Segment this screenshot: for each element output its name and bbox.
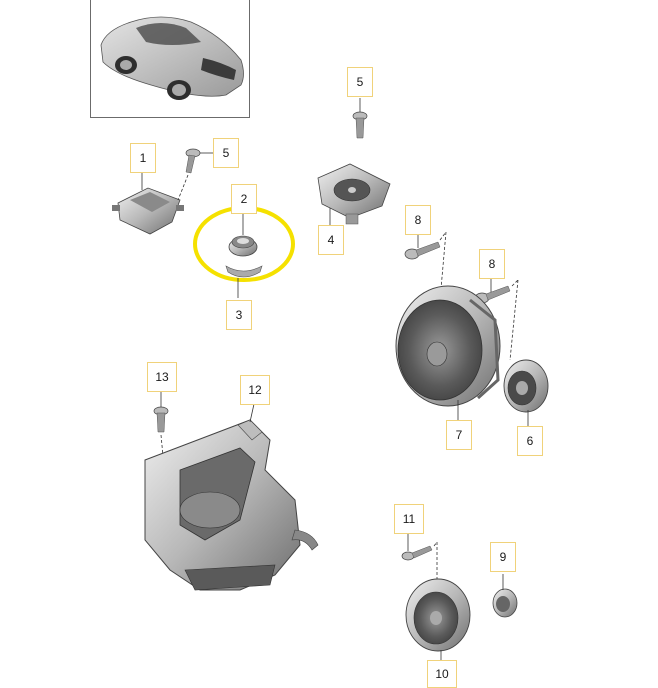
part-2-tweeter-insert[interactable] — [228, 235, 258, 257]
part-12-subwoofer-housing[interactable] — [144, 419, 319, 591]
callout-11[interactable]: 11 — [394, 504, 424, 534]
part-5-screw-top[interactable] — [352, 111, 368, 139]
part-13-screw[interactable] — [153, 406, 169, 433]
dash-8b-2 — [509, 279, 519, 361]
part-11-screw[interactable] — [401, 545, 433, 561]
part-5-screw-left[interactable] — [185, 148, 201, 174]
callout-6[interactable]: 6 — [517, 426, 543, 456]
callout-8-upper[interactable]: 8 — [405, 205, 431, 235]
vehicle-thumbnail-frame — [90, 0, 250, 118]
callout-5-left[interactable]: 5 — [213, 138, 239, 168]
vehicle-illustration — [100, 16, 244, 100]
dash-5a — [177, 174, 189, 201]
part-8-screw-upper[interactable] — [404, 241, 441, 260]
part-3-clip-ring[interactable] — [225, 265, 263, 278]
part-4-mounting-bracket[interactable] — [317, 163, 391, 225]
dash-13 — [160, 434, 164, 457]
callout-1[interactable]: 1 — [130, 143, 156, 173]
callout-7[interactable]: 7 — [446, 420, 472, 450]
callout-4[interactable]: 4 — [318, 225, 344, 255]
callout-12[interactable]: 12 — [240, 375, 270, 405]
part-7-woofer-speaker[interactable] — [395, 285, 501, 407]
dash-8b-1 — [511, 279, 519, 287]
dash-8a-1 — [439, 231, 447, 241]
part-1-control-module[interactable] — [112, 187, 184, 235]
callout-13[interactable]: 13 — [147, 362, 177, 392]
callout-3[interactable]: 3 — [226, 300, 252, 330]
callout-8-right[interactable]: 8 — [479, 249, 505, 279]
part-6-tweeter-speaker[interactable] — [503, 359, 549, 413]
part-9-tweeter-cap[interactable] — [492, 588, 518, 618]
part-10-midrange-speaker[interactable] — [405, 578, 471, 652]
callout-2[interactable]: 2 — [231, 184, 257, 214]
callout-5-top[interactable]: 5 — [347, 67, 373, 97]
callout-10[interactable]: 10 — [427, 660, 457, 688]
leader-12 — [249, 403, 255, 423]
dash-11-1 — [433, 541, 438, 547]
callout-9[interactable]: 9 — [490, 542, 516, 572]
